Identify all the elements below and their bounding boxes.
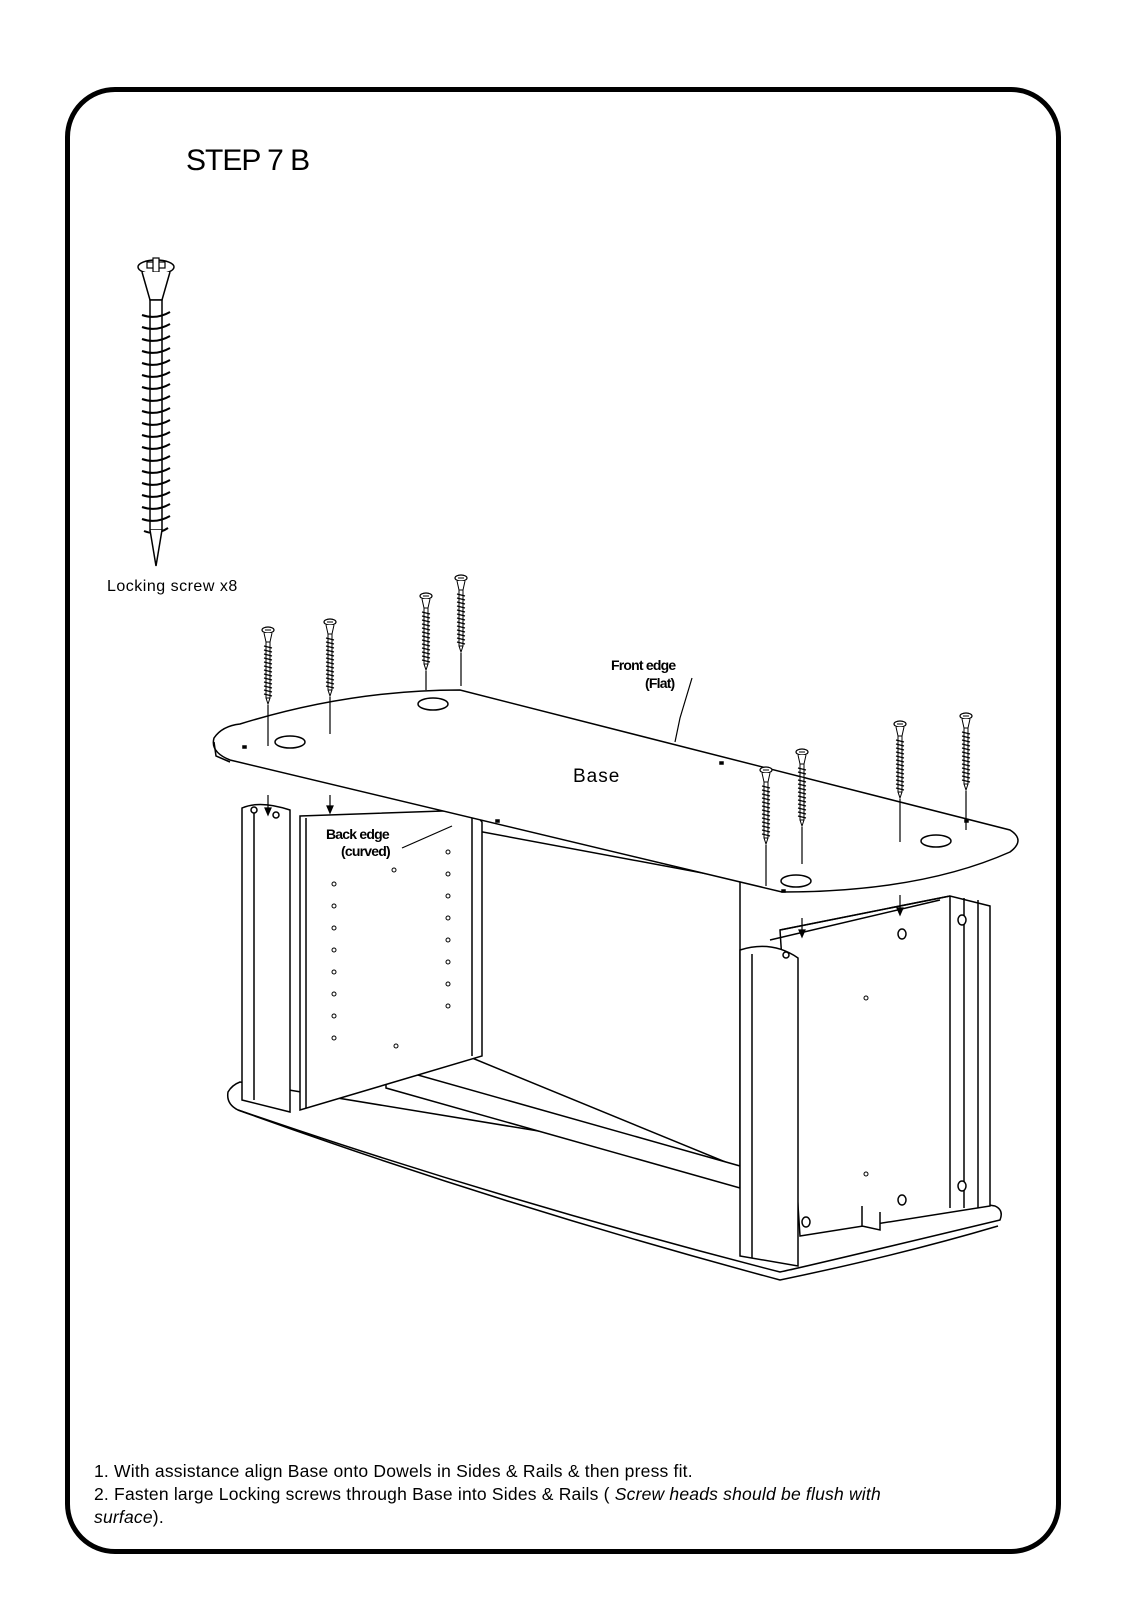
base-label: Base <box>573 766 621 787</box>
front-edge-note: (Flat) <box>645 675 675 691</box>
instruction-1: 1. With assistance align Base onto Dowel… <box>94 1461 693 1481</box>
left-front-leg <box>241 803 291 1113</box>
locking-screw-icon <box>137 257 175 567</box>
locking-screw-label: Locking screw x8 <box>107 578 238 595</box>
right-front-leg <box>739 945 811 1267</box>
left-side-panel <box>299 809 483 1112</box>
front-edge-label: Front edge <box>611 657 676 673</box>
label-leaders <box>401 677 693 849</box>
instruction-2-note-end: surface <box>94 1507 153 1527</box>
instruction-2-note: Screw heads should be flush with <box>614 1484 881 1504</box>
instruction-2-prefix: 2. Fasten large Locking screws through B… <box>94 1484 610 1504</box>
page-border <box>65 87 1061 1554</box>
instructions: 1. With assistance align Base onto Dowel… <box>94 1460 994 1529</box>
right-side-panel <box>769 895 991 1237</box>
back-edge-note: (curved) <box>341 843 391 859</box>
step-title: STEP 7 B <box>186 144 310 177</box>
assembly-arrows <box>264 653 967 939</box>
base-panel <box>212 689 1019 893</box>
panel-holes <box>331 849 869 1177</box>
instruction-2: 2. Fasten large Locking screws through B… <box>94 1483 994 1529</box>
back-edge-label: Back edge <box>326 826 390 842</box>
instruction-2-suffix: ). <box>152 1507 164 1527</box>
